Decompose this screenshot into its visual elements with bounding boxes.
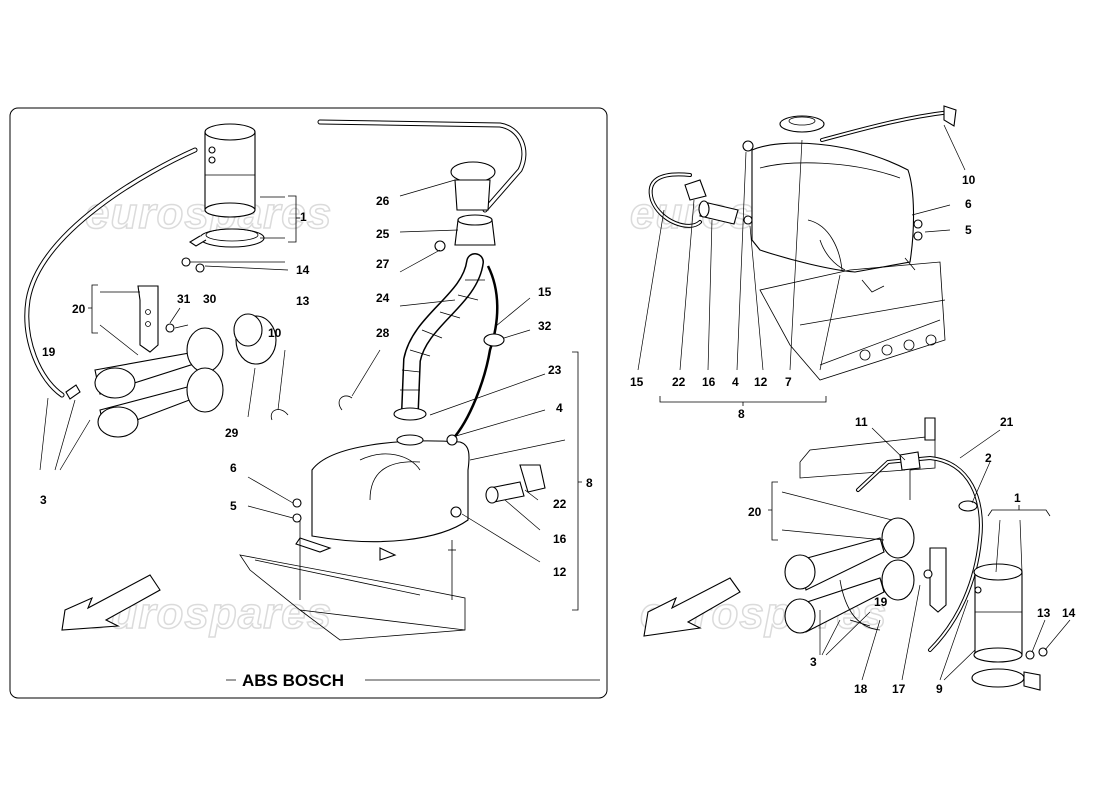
part-number-label: 24: [376, 291, 390, 305]
part-number-label: 2: [985, 451, 992, 465]
horn-upper: [784, 517, 915, 591]
part-number-label: 17: [892, 682, 906, 696]
clamp: [971, 668, 1041, 691]
part-number-label: 21: [1000, 415, 1014, 429]
part-number-label: 32: [538, 319, 552, 333]
part-number-label: 12: [553, 565, 567, 579]
watermark: eurospares: [85, 589, 332, 638]
horn-upper: [94, 327, 224, 399]
washer-reservoir: [295, 434, 470, 561]
part-number-label: 8: [586, 476, 593, 490]
part-number-label: 7: [785, 375, 792, 389]
part-number-label: 30: [203, 292, 217, 306]
part-number-label: 31: [177, 292, 191, 306]
part-number-label: 23: [548, 363, 562, 377]
part-number-label: 5: [965, 223, 972, 237]
direction-arrow: [61, 574, 161, 631]
washer-pump: [698, 200, 739, 225]
part-number-label: 4: [556, 401, 563, 415]
part-number-label: 3: [810, 655, 817, 669]
clamp: [188, 228, 265, 248]
part-number-label: 16: [702, 375, 716, 389]
bracket: [929, 547, 947, 613]
part-labels-right-bottom: 11 21 2 20 1 19 13 14 3 18 17 9: [748, 415, 1076, 696]
part-labels-right-top: 10 6 5 15 22 16 4 12 7 8: [630, 173, 976, 421]
part-number-label: 12: [754, 375, 768, 389]
breather-hose: [317, 119, 527, 213]
part-number-label: 26: [376, 194, 390, 208]
part-number-label: 16: [553, 532, 567, 546]
part-labels-left: 1 14 13 20 31 30 10 19 29 3 26 25 27 24 28 15 32 23 4 8 22 16…: [40, 194, 593, 579]
part-number-label: 9: [936, 682, 943, 696]
part-number-label: 11: [855, 415, 868, 429]
part-number-label: 1: [300, 210, 307, 224]
part-number-label: 22: [553, 497, 567, 511]
part-number-label: 27: [376, 257, 390, 271]
part-number-label: 8: [738, 407, 745, 421]
part-number-label: 29: [225, 426, 239, 440]
part-number-label: 15: [538, 285, 552, 299]
part-number-label: 20: [748, 505, 762, 519]
bracket: [137, 285, 159, 353]
horn-cover-cap: [233, 313, 277, 365]
part-number-label: 10: [962, 173, 976, 187]
part-number-label: 25: [376, 227, 390, 241]
part-number-label: 5: [230, 499, 237, 513]
clip: [338, 395, 353, 411]
mounting-tray: [239, 554, 466, 641]
washer-reservoir-installed: [742, 115, 915, 273]
part-number-label: 6: [965, 197, 972, 211]
compressor: [204, 123, 256, 218]
part-number-label: 10: [268, 326, 282, 340]
part-number-label: 13: [296, 294, 310, 308]
part-number-label: 15: [630, 375, 644, 389]
body-panel: [799, 435, 936, 500]
part-number-label: 22: [672, 375, 686, 389]
filler-neck: [434, 214, 496, 252]
direction-arrow: [643, 577, 741, 637]
clip: [270, 409, 289, 421]
diagram-title: ABS BOSCH: [242, 671, 344, 690]
left-panel-frame: [9, 107, 608, 699]
compressor: [973, 563, 1023, 663]
horn-lower: [784, 559, 915, 634]
horn-lower: [97, 367, 224, 438]
filler-cap: [450, 161, 496, 211]
part-number-label: 4: [732, 375, 739, 389]
part-number-label: 14: [296, 263, 310, 277]
part-number-label: 3: [40, 493, 47, 507]
part-number-label: 19: [42, 345, 56, 359]
part-number-label: 13: [1037, 606, 1051, 620]
washer-pump: [485, 481, 525, 504]
part-number-label: 28: [376, 326, 390, 340]
part-number-label: 6: [230, 461, 237, 475]
part-number-label: 18: [854, 682, 868, 696]
part-number-label: 1: [1014, 491, 1021, 505]
part-number-label: 19: [874, 595, 888, 609]
part-number-label: 20: [72, 302, 86, 316]
body-panel: [759, 261, 946, 381]
part-number-label: 14: [1062, 606, 1076, 620]
